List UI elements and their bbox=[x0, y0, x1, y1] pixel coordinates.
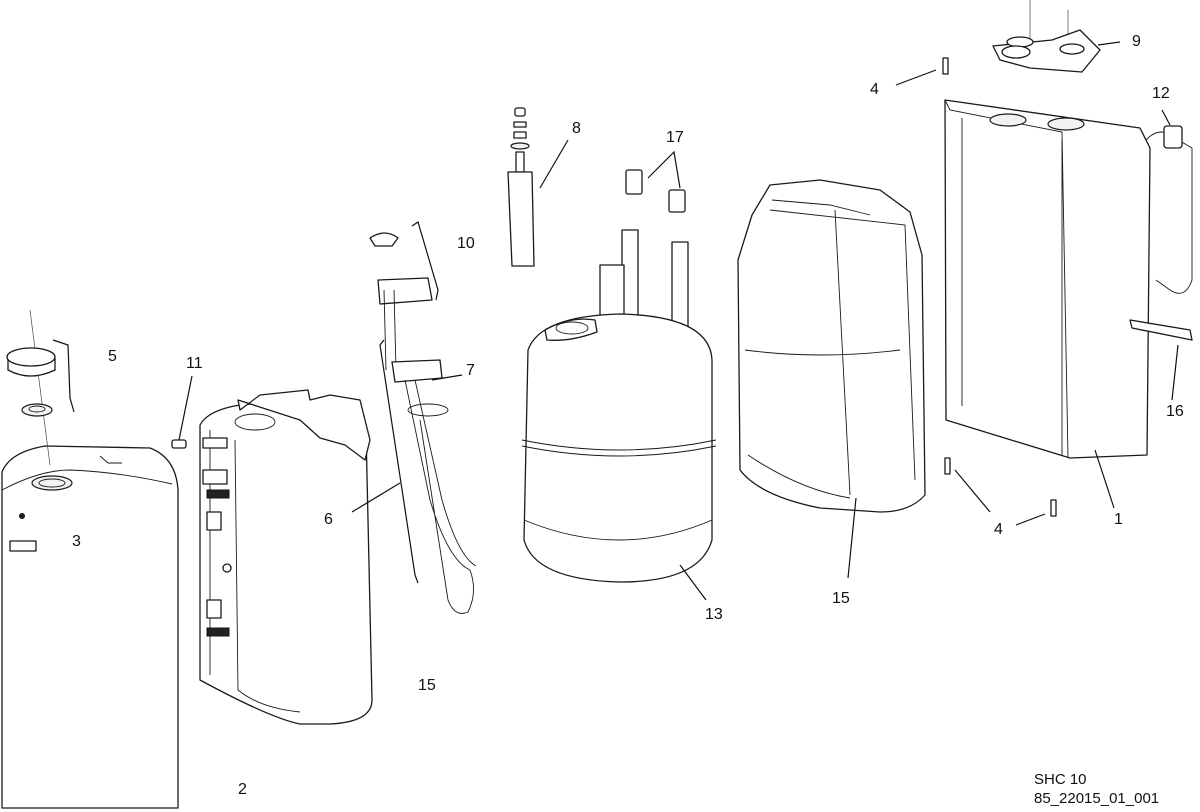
housing bbox=[944, 99, 1151, 509]
anode-rod bbox=[507, 107, 569, 267]
callout-15-left: 15 bbox=[418, 677, 436, 694]
callout-6: 6 bbox=[324, 511, 333, 528]
steam-cylinder bbox=[521, 229, 717, 601]
callout-15-right: 15 bbox=[832, 590, 850, 607]
callout-16: 16 bbox=[1166, 403, 1184, 420]
callout-11: 11 bbox=[186, 355, 203, 372]
callout-3: 3 bbox=[72, 533, 81, 550]
callout-1: 1 bbox=[1114, 511, 1123, 528]
middle-frame bbox=[199, 389, 373, 725]
callout-5: 5 bbox=[108, 348, 117, 365]
feed-through-caps bbox=[992, 0, 1121, 73]
back-frame bbox=[737, 179, 926, 579]
callout-4-top: 4 bbox=[870, 81, 879, 98]
callout-10: 10 bbox=[457, 235, 475, 252]
drawing-number: 85_22015_01_001 bbox=[1034, 790, 1160, 807]
fittings bbox=[625, 150, 686, 213]
screws bbox=[895, 57, 1057, 526]
callout-8: 8 bbox=[572, 120, 581, 137]
callout-13: 13 bbox=[705, 606, 723, 623]
front-cover bbox=[1, 445, 179, 809]
callout-9: 9 bbox=[1132, 33, 1141, 50]
callout-17: 17 bbox=[666, 129, 684, 146]
cap-and-ring bbox=[6, 309, 75, 466]
heating-element bbox=[351, 221, 477, 614]
power-cable-and-ground-strap bbox=[1129, 109, 1193, 401]
model-label: SHC 10 bbox=[1034, 771, 1087, 788]
callout-12: 12 bbox=[1152, 85, 1170, 102]
pin bbox=[171, 375, 193, 449]
callout-2: 2 bbox=[238, 781, 247, 798]
callout-4-bottom: 4 bbox=[994, 521, 1003, 538]
callout-7: 7 bbox=[466, 362, 475, 379]
